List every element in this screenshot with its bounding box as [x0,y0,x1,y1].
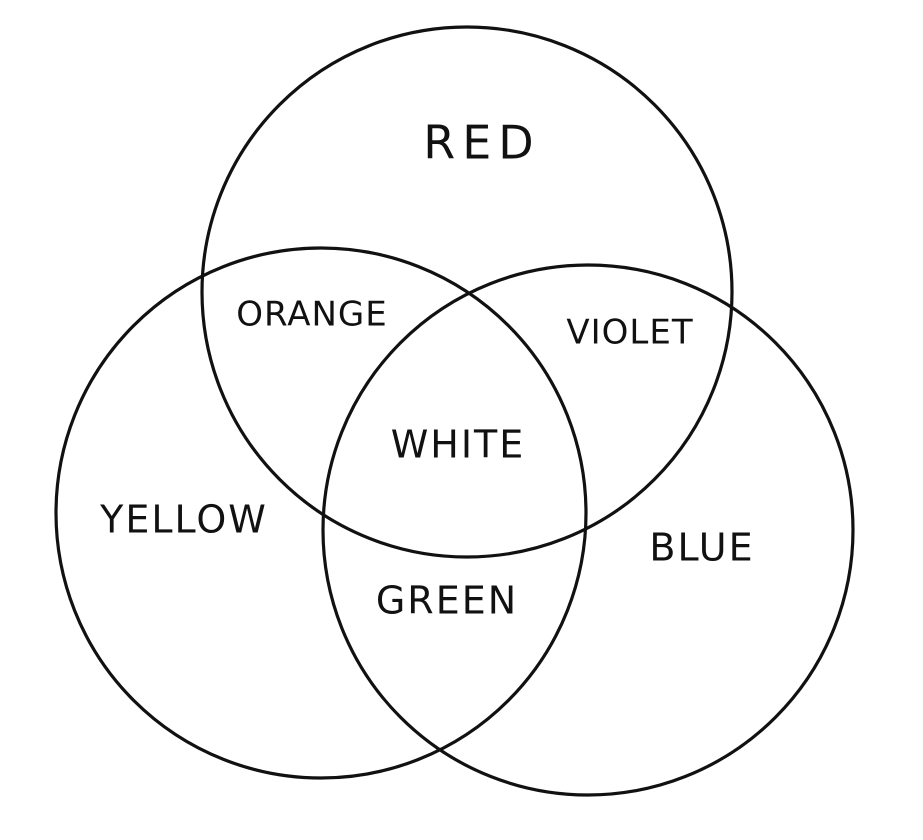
label-green: GREEN [376,579,518,623]
red-circle [200,25,734,559]
label-orange: ORANGE [236,295,388,335]
label-violet: VIOLET [566,313,693,353]
label-blue: BLUE [649,526,754,570]
label-white: WHITE [391,423,526,467]
yellow-circle [54,246,588,780]
blue-circle [321,263,855,797]
label-yellow: YELLOW [99,498,268,542]
label-red: RED [423,116,540,170]
